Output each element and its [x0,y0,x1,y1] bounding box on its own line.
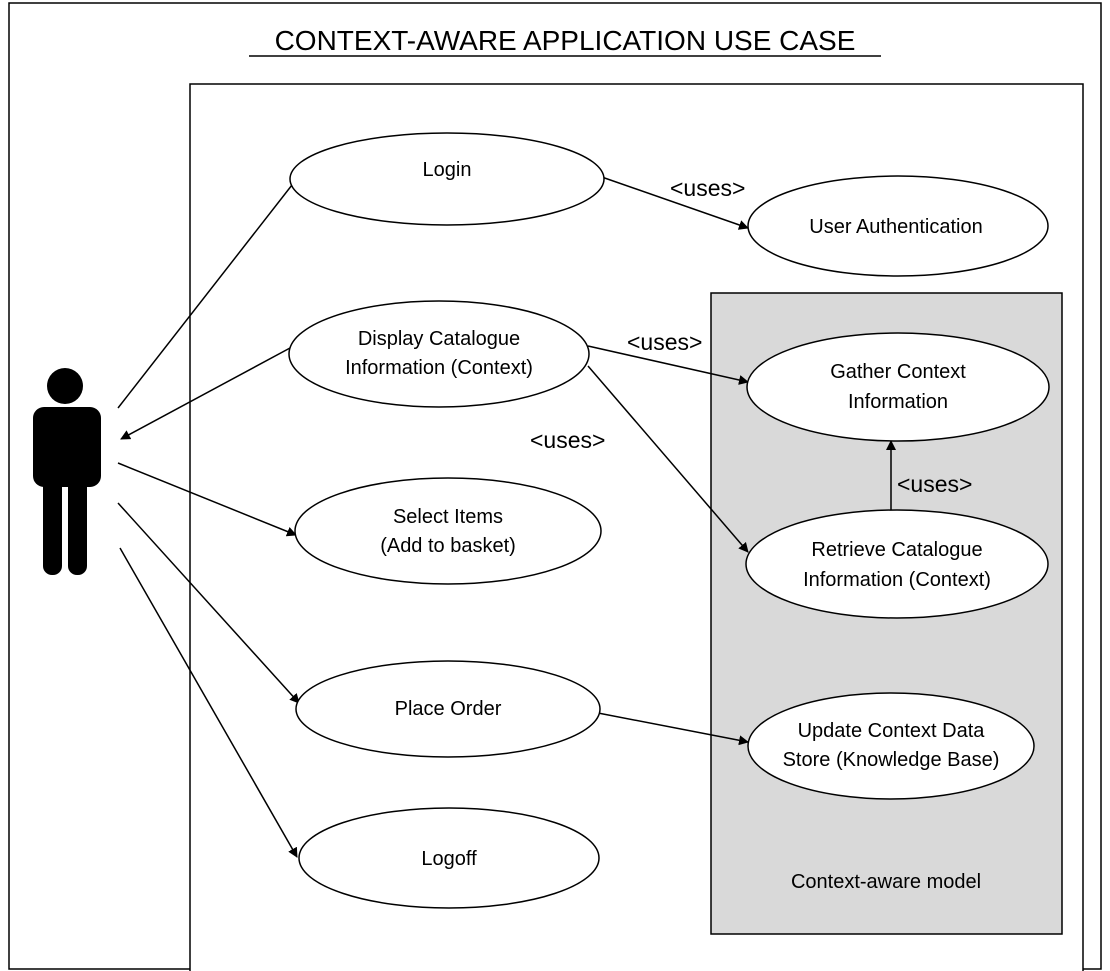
uses-label-login-auth: <uses> [670,175,745,201]
use-case-display-catalogue: Display Catalogue Information (Context) [288,300,590,408]
use-case-update-context-line2: Store (Knowledge Base) [783,749,1000,771]
use-case-display-catalogue-line2: Information (Context) [345,357,533,379]
use-case-update-context: Update Context Data Store (Knowledge Bas… [747,692,1035,800]
uses-label-retrieve-gather: <uses> [897,471,972,497]
use-case-retrieve-catalogue: Retrieve Catalogue Information (Context) [745,509,1049,619]
use-case-select-items-line1: Select Items [393,506,503,528]
use-case-update-context-line1: Update Context Data [798,720,986,742]
actor-person-icon [33,368,101,575]
uses-label-display-retrieve: <uses> [530,427,605,453]
uses-label-display-gather: <uses> [627,329,702,355]
use-case-retrieve-catalogue-line1: Retrieve Catalogue [811,539,982,561]
arrow-display-to-actor [120,347,291,440]
arrow-display-to-gather-context [587,345,749,385]
arrow-display-to-retrieve-catalogue [587,365,749,553]
arrow-login-to-user-authentication [595,174,749,230]
arrow-actor-to-place-order [117,502,300,704]
use-case-retrieve-catalogue-line2: Information (Context) [803,569,991,591]
use-case-place-order-label: Place Order [395,698,502,720]
diagram-title: CONTEXT-AWARE APPLICATION USE CASE [275,25,856,56]
use-case-logoff-label: Logoff [421,848,477,870]
use-case-login-label: Login [423,159,472,181]
use-case-login: Login [289,132,605,226]
context-aware-model-label: Context-aware model [791,871,981,893]
use-case-place-order: Place Order [295,660,601,758]
use-case-select-items: Select Items (Add to basket) [294,477,602,585]
arrow-actor-to-logoff [119,547,298,858]
use-case-logoff: Logoff [298,807,600,909]
use-case-display-catalogue-line1: Display Catalogue [358,328,520,350]
use-case-gather-context-line2: Information [848,391,948,413]
use-case-user-authentication: User Authentication [747,175,1049,277]
use-case-select-items-line2: (Add to basket) [380,535,516,557]
use-case-gather-context-line1: Gather Context [830,361,966,383]
arrow-actor-to-login [117,175,300,409]
arrow-place-order-to-update-context [597,712,749,746]
use-case-user-authentication-label: User Authentication [809,216,982,238]
use-case-gather-context: Gather Context Information [746,332,1050,442]
arrow-actor-to-select-items [117,462,297,537]
